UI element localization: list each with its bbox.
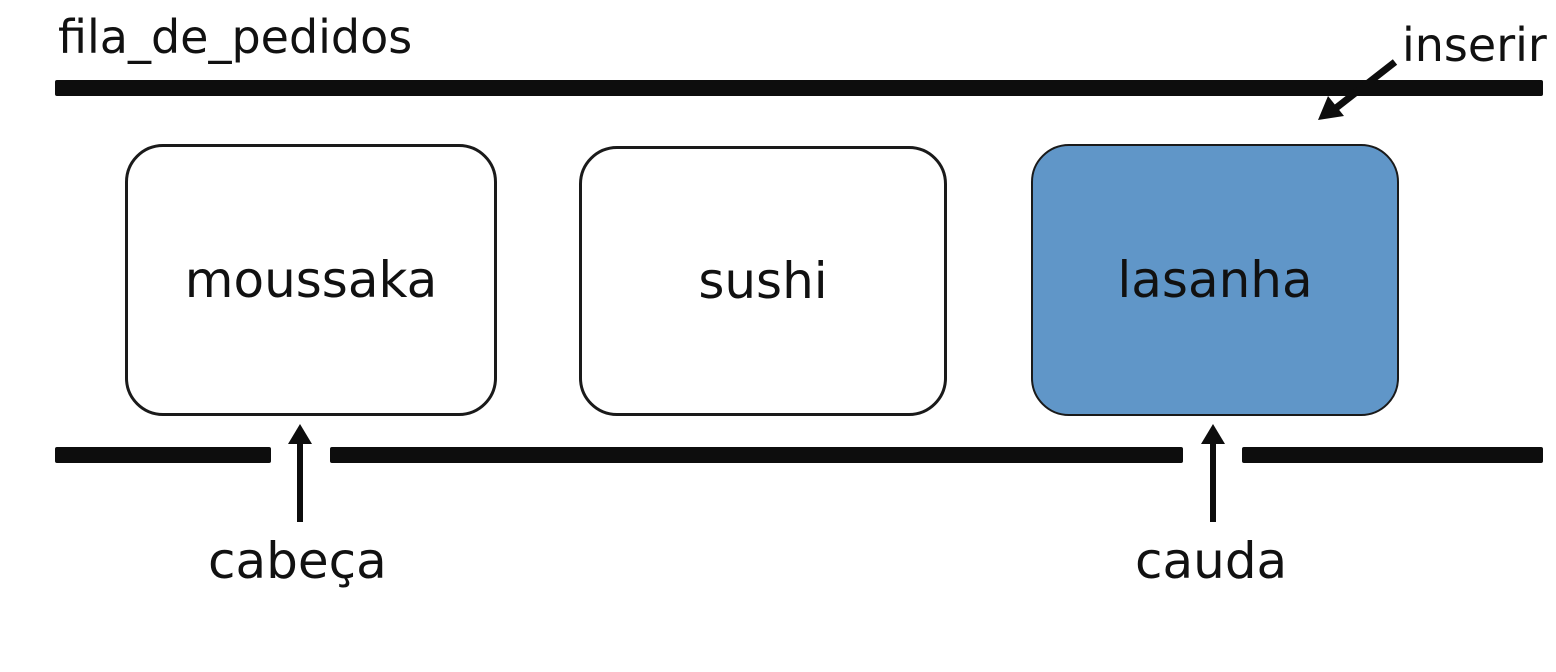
head-label: cabeça	[208, 532, 387, 590]
queue-item-label: lasanha	[1117, 251, 1313, 309]
queue-item-label: sushi	[698, 252, 828, 310]
queue-item-label: moussaka	[184, 251, 438, 309]
insert-label: inserir	[1402, 18, 1547, 72]
head-pointer-arrow	[288, 424, 312, 522]
queue-item-sushi: sushi	[579, 146, 947, 416]
queue-item-lasanha: lasanha	[1031, 144, 1399, 416]
queue-top-rail	[55, 80, 1543, 96]
queue-bottom-rail-segment	[55, 447, 271, 463]
insert-arrow	[1318, 59, 1398, 120]
tail-label: cauda	[1135, 532, 1288, 590]
queue-bottom-rail-segment	[330, 447, 1183, 463]
queue-item-moussaka: moussaka	[125, 144, 497, 416]
tail-pointer-arrow	[1201, 424, 1225, 522]
queue-bottom-rail-segment	[1242, 447, 1543, 463]
queue-title: fila_de_pedidos	[58, 10, 413, 64]
